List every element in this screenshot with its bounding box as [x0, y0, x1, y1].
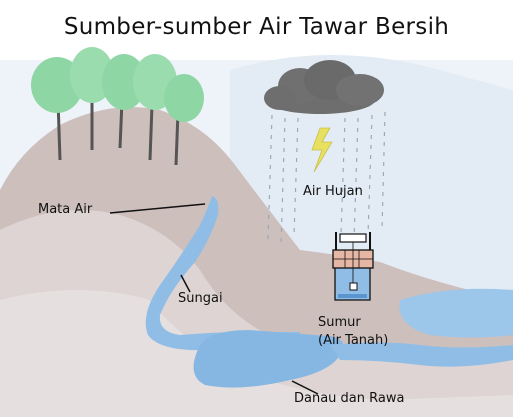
tree-5 — [164, 74, 204, 166]
diagram-title: Sumber-sumber Air Tawar Bersih — [63, 14, 450, 40]
label-danau-rawa: Danau dan Rawa — [294, 391, 405, 406]
sky-shading — [230, 55, 513, 300]
rain-icon — [267, 111, 386, 246]
sea-edge — [399, 288, 513, 338]
lake — [193, 330, 344, 388]
lightning-icon — [311, 127, 333, 173]
tree-group — [31, 47, 204, 166]
label-sumur: Sumur — [318, 315, 361, 330]
leader-mata-air — [109, 203, 206, 214]
label-air-tanah: (Air Tanah) — [318, 333, 389, 348]
leader-sungai — [180, 274, 191, 293]
leader-danau — [291, 380, 319, 395]
cloud-icon — [264, 60, 384, 114]
well-icon — [332, 232, 374, 301]
label-sungai: Sungai — [178, 291, 223, 306]
label-air-hujan: Air Hujan — [303, 184, 363, 199]
tree-3 — [102, 54, 146, 149]
river-outflow — [330, 342, 513, 367]
tree-1 — [31, 57, 83, 161]
label-mata-air: Mata Air — [38, 202, 93, 217]
ground — [0, 290, 513, 417]
